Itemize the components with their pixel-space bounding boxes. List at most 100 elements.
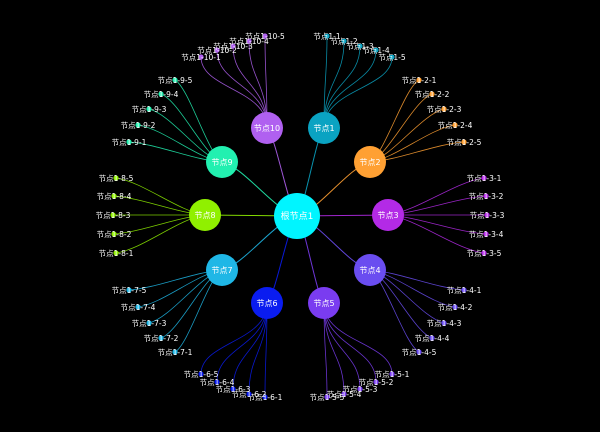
leaf-node-10-3[interactable]: 节点1-10-3 bbox=[213, 42, 253, 51]
leaf-node-dot[interactable] bbox=[110, 212, 116, 218]
leaf-node-dot[interactable] bbox=[441, 106, 447, 112]
leaf-node-2-5[interactable]: 节点1-2-5 bbox=[447, 138, 482, 147]
leaf-node-dot[interactable] bbox=[357, 43, 363, 49]
leaf-node-3-4[interactable]: 节点1-3-4 bbox=[469, 230, 504, 239]
leaf-node-dot[interactable] bbox=[113, 250, 119, 256]
leaf-node-dot[interactable] bbox=[198, 371, 204, 377]
leaf-node-9-2[interactable]: 节点1-9-2 bbox=[121, 121, 156, 130]
leaf-node-9-5[interactable]: 节点1-9-5 bbox=[158, 76, 193, 85]
leaf-node-6-5[interactable]: 节点1-6-5 bbox=[184, 370, 219, 379]
leaf-node-5-2[interactable]: 节点1-5-2 bbox=[359, 378, 394, 387]
branch-node-5[interactable]: 节点5 bbox=[308, 287, 340, 319]
leaf-node-4-3[interactable]: 节点1-4-3 bbox=[427, 319, 462, 328]
leaf-node-6-2[interactable]: 节点1-6-2 bbox=[232, 390, 267, 399]
leaf-node-8-2[interactable]: 节点1-8-2 bbox=[97, 230, 132, 239]
leaf-node-7-2[interactable]: 节点1-7-2 bbox=[144, 334, 179, 343]
leaf-node-dot[interactable] bbox=[483, 193, 489, 199]
leaf-node-4-1[interactable]: 节点1-4-1 bbox=[447, 286, 482, 295]
leaf-node-dot[interactable] bbox=[146, 320, 152, 326]
leaf-node-dot[interactable] bbox=[126, 139, 132, 145]
leaf-node-1-5[interactable]: 节点1-5 bbox=[378, 53, 405, 62]
leaf-node-dot[interactable] bbox=[357, 386, 363, 392]
leaf-node-dot[interactable] bbox=[452, 304, 458, 310]
leaf-node-dot[interactable] bbox=[373, 379, 379, 385]
leaf-node-3-2[interactable]: 节点1-3-2 bbox=[469, 192, 504, 201]
leaf-node-8-1[interactable]: 节点1-8-1 bbox=[99, 249, 134, 258]
branch-node-6[interactable]: 节点6 bbox=[251, 287, 283, 319]
leaf-node-dot[interactable] bbox=[262, 394, 268, 400]
leaf-node-dot[interactable] bbox=[214, 379, 220, 385]
branch-node-7[interactable]: 节点7 bbox=[206, 254, 238, 286]
leaf-node-9-4[interactable]: 节点1-9-4 bbox=[144, 90, 179, 99]
leaf-node-dot[interactable] bbox=[373, 47, 379, 53]
leaf-node-6-4[interactable]: 节点1-6-4 bbox=[200, 378, 235, 387]
leaf-node-dot[interactable] bbox=[483, 231, 489, 237]
leaf-node-1-4[interactable]: 节点1-4 bbox=[362, 46, 389, 55]
leaf-node-dot[interactable] bbox=[146, 106, 152, 112]
leaf-node-dot[interactable] bbox=[484, 212, 490, 218]
branch-node-3[interactable]: 节点3 bbox=[372, 199, 404, 231]
leaf-node-10-1[interactable]: 节点1-10-1 bbox=[181, 53, 221, 62]
leaf-node-7-1[interactable]: 节点1-7-1 bbox=[158, 348, 193, 357]
leaf-node-5-1[interactable]: 节点1-5-1 bbox=[375, 370, 410, 379]
leaf-node-3-3[interactable]: 节点1-3-3 bbox=[470, 211, 505, 220]
leaf-node-5-4[interactable]: 节点1-5-4 bbox=[327, 390, 362, 399]
leaf-node-10-5[interactable]: 节点1-10-5 bbox=[245, 32, 285, 41]
leaf-node-10-4[interactable]: 节点1-10-4 bbox=[229, 37, 269, 46]
leaf-node-dot[interactable] bbox=[441, 320, 447, 326]
leaf-node-5-3[interactable]: 节点1-5-3 bbox=[343, 385, 378, 394]
leaf-node-dot[interactable] bbox=[111, 193, 117, 199]
leaf-node-1-1[interactable]: 节点1-1 bbox=[313, 32, 340, 41]
branch-node-9[interactable]: 节点9 bbox=[206, 146, 238, 178]
branch-node-10[interactable]: 节点10 bbox=[251, 112, 283, 144]
branch-node-circle[interactable] bbox=[308, 287, 340, 319]
leaf-node-8-4[interactable]: 节点1-8-4 bbox=[97, 192, 132, 201]
leaf-node-8-5[interactable]: 节点1-8-5 bbox=[99, 174, 134, 183]
leaf-node-4-4[interactable]: 节点1-4-4 bbox=[415, 334, 450, 343]
branch-node-circle[interactable] bbox=[354, 146, 386, 178]
leaf-node-9-1[interactable]: 节点1-9-1 bbox=[112, 138, 147, 147]
leaf-node-dot[interactable] bbox=[172, 349, 178, 355]
leaf-node-dot[interactable] bbox=[416, 77, 422, 83]
leaf-node-2-3[interactable]: 节点1-2-3 bbox=[427, 105, 462, 114]
leaf-node-6-1[interactable]: 节点1-6-1 bbox=[248, 393, 283, 402]
leaf-node-dot[interactable] bbox=[158, 335, 164, 341]
leaf-node-dot[interactable] bbox=[113, 175, 119, 181]
leaf-node-dot[interactable] bbox=[452, 122, 458, 128]
branch-node-4[interactable]: 节点4 bbox=[354, 254, 386, 286]
leaf-node-dot[interactable] bbox=[126, 287, 132, 293]
leaf-node-dot[interactable] bbox=[135, 304, 141, 310]
root-node[interactable]: 根节点1 bbox=[274, 193, 320, 239]
leaf-node-2-2[interactable]: 节点1-2-2 bbox=[415, 90, 450, 99]
leaf-node-2-4[interactable]: 节点1-2-4 bbox=[438, 121, 473, 130]
leaf-node-dot[interactable] bbox=[341, 38, 347, 44]
leaf-node-dot[interactable] bbox=[198, 54, 204, 60]
leaf-node-dot[interactable] bbox=[461, 139, 467, 145]
branch-node-circle[interactable] bbox=[206, 254, 238, 286]
leaf-node-dot[interactable] bbox=[111, 231, 117, 237]
branch-node-circle[interactable] bbox=[189, 199, 221, 231]
leaf-node-8-3[interactable]: 节点1-8-3 bbox=[96, 211, 131, 220]
leaf-node-2-1[interactable]: 节点1-2-1 bbox=[402, 76, 437, 85]
branch-node-8[interactable]: 节点8 bbox=[189, 199, 221, 231]
leaf-node-7-3[interactable]: 节点1-7-3 bbox=[132, 319, 167, 328]
leaf-node-dot[interactable] bbox=[429, 335, 435, 341]
leaf-node-7-4[interactable]: 节点1-7-4 bbox=[121, 303, 156, 312]
leaf-node-dot[interactable] bbox=[135, 122, 141, 128]
branch-node-circle[interactable] bbox=[251, 112, 283, 144]
leaf-node-9-3[interactable]: 节点1-9-3 bbox=[132, 105, 167, 114]
branch-node-circle[interactable] bbox=[251, 287, 283, 319]
leaf-node-1-3[interactable]: 节点1-3 bbox=[346, 42, 373, 51]
leaf-node-dot[interactable] bbox=[461, 287, 467, 293]
leaf-node-dot[interactable] bbox=[481, 250, 487, 256]
branch-node-1[interactable]: 节点1 bbox=[308, 112, 340, 144]
leaf-node-dot[interactable] bbox=[246, 391, 252, 397]
branch-node-circle[interactable] bbox=[354, 254, 386, 286]
branch-node-circle[interactable] bbox=[206, 146, 238, 178]
leaf-node-dot[interactable] bbox=[324, 33, 330, 39]
branch-node-2[interactable]: 节点2 bbox=[354, 146, 386, 178]
leaf-node-dot[interactable] bbox=[429, 91, 435, 97]
leaf-node-dot[interactable] bbox=[389, 371, 395, 377]
branch-node-circle[interactable] bbox=[308, 112, 340, 144]
leaf-node-dot[interactable] bbox=[262, 33, 268, 39]
